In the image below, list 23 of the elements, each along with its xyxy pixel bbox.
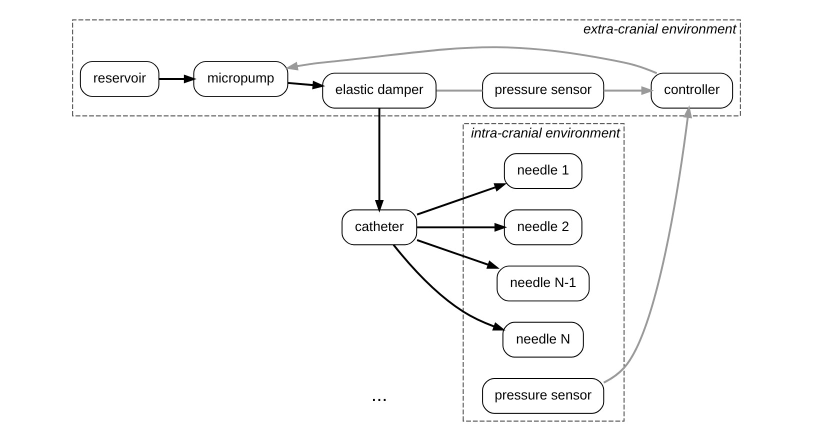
arrow	[285, 46, 658, 74]
arrow	[158, 74, 197, 84]
arrow	[288, 80, 326, 90]
node-box: pressure sensor	[482, 378, 604, 414]
node-box: elastic damper	[322, 72, 437, 109]
label: ...	[371, 384, 388, 406]
node-box: needle N	[502, 322, 584, 358]
connector	[436, 90, 483, 92]
node-box: needle N-1	[496, 266, 590, 302]
arrow	[417, 222, 508, 232]
node-box: controller	[650, 72, 734, 109]
arrow	[604, 86, 654, 96]
node-box: needle 1	[504, 153, 582, 189]
node-box: micropump	[193, 61, 288, 97]
node-box: pressure sensor	[482, 72, 604, 109]
arrow	[392, 244, 506, 331]
arrow	[603, 105, 692, 384]
arrow	[374, 108, 384, 213]
node-box: reservoir	[80, 61, 160, 97]
node-box: catheter	[342, 209, 418, 246]
arrow	[416, 239, 500, 269]
node-box: needle 2	[504, 209, 582, 246]
arrow	[416, 183, 507, 216]
